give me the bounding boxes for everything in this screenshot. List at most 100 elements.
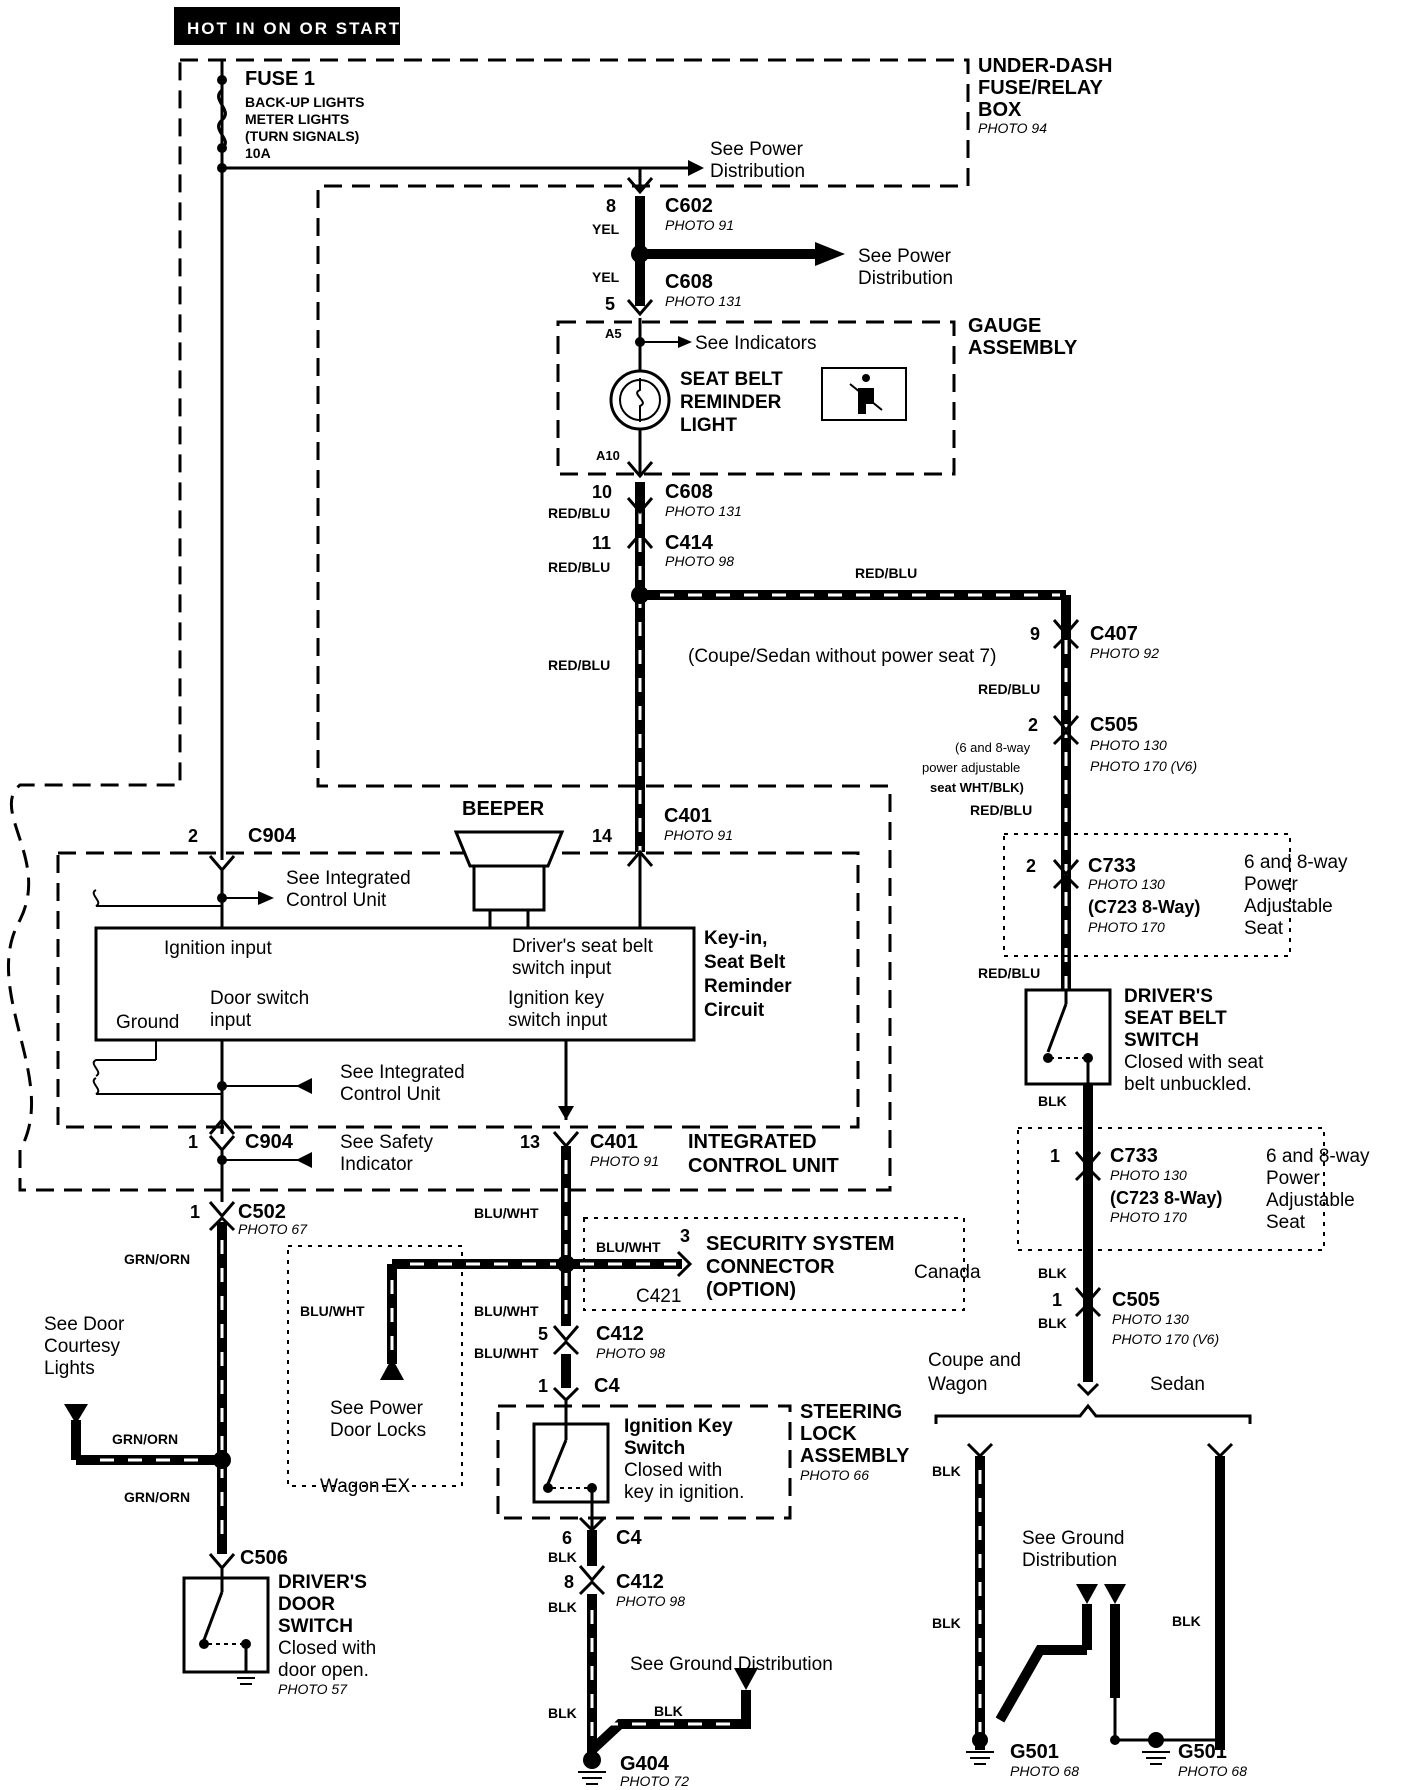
security-pin: 3 <box>680 1226 690 1246</box>
bluwht-label-2: BLU/WHT <box>300 1303 365 1319</box>
bluwht-label-1: BLU/WHT <box>474 1205 539 1221</box>
c4-bot-name: C4 <box>616 1527 642 1549</box>
fuse-line-1: BACK-UP LIGHTS <box>245 94 365 110</box>
ground-split-bracket <box>934 1403 1252 1424</box>
fuse-label: FUSE 1 <box>245 68 315 90</box>
icu-door-input-1: Door switch <box>210 988 309 1009</box>
icu-see2-1: See Integrated <box>340 1062 465 1083</box>
c407-photo: PHOTO 92 <box>1090 645 1159 661</box>
icu-circuit-2: Seat Belt <box>704 952 786 973</box>
gauge-name-2: ASSEMBLY <box>968 337 1078 359</box>
reminder-light-1: SEAT BELT <box>680 369 783 390</box>
c414-color: RED/BLU <box>548 559 610 575</box>
c733-top-alt: (C723 8-Way) <box>1088 897 1200 917</box>
c505-bot-name: C505 <box>1112 1289 1160 1311</box>
security-name-1: SECURITY SYSTEM <box>706 1233 895 1255</box>
g501-right-name: G501 <box>1178 1741 1227 1763</box>
reminder-light-bulb <box>609 369 671 431</box>
beeper-body <box>472 864 546 912</box>
seatbelt-switch-desc-1: Closed with seat <box>1124 1052 1264 1073</box>
fuse-box-name-1: UNDER-DASH <box>978 55 1112 77</box>
seatbelt-switch-name-3: SWITCH <box>1124 1030 1199 1051</box>
ground-blk-2: BLK <box>932 1615 961 1631</box>
c505-bot-blk1: BLK <box>1038 1265 1067 1281</box>
reminder-light-2: REMINDER <box>680 392 782 413</box>
fuse-box-name-3: BOX <box>978 99 1022 121</box>
ign-switch-name-2: Switch <box>624 1438 685 1459</box>
splice-power-2: Distribution <box>858 268 953 289</box>
c401-bot-pin: 13 <box>520 1132 540 1152</box>
c407-pin: 9 <box>1030 624 1040 644</box>
door-switch-photo: PHOTO 57 <box>278 1681 348 1697</box>
icu-name-1: INTEGRATED <box>688 1131 817 1153</box>
c4-top-name: C4 <box>594 1375 620 1397</box>
gauge-a5: A5 <box>605 326 622 341</box>
redblu-label-h: RED/BLU <box>855 565 917 581</box>
ground-see-2: Distribution <box>1022 1550 1117 1571</box>
c733-bot-side-3: Adjustable <box>1266 1190 1355 1211</box>
door-courtesy-1: See Door <box>44 1314 125 1335</box>
header-title: HOT IN ON OR START <box>187 19 401 38</box>
c412-top-pin: 5 <box>538 1324 548 1344</box>
c505-bot-pin: 1 <box>1052 1290 1062 1310</box>
wagon-ex-label: Wagon EX <box>320 1476 410 1497</box>
g501-left-name: G501 <box>1010 1741 1059 1763</box>
icu-circuit-1: Key-in, <box>704 928 767 949</box>
icu-circuit-3: Reminder <box>704 976 792 997</box>
c733-top-side-4: Seat <box>1244 918 1284 939</box>
redblu-label-v: RED/BLU <box>548 657 610 673</box>
icu-name-2: CONTROL UNIT <box>688 1155 839 1177</box>
c733-top-name: C733 <box>1088 855 1136 877</box>
c505-note-1: (6 and 8-way <box>955 740 1031 755</box>
c414-pin: 11 <box>592 533 611 553</box>
steering-lock-outline <box>496 1404 792 1520</box>
door-switch-box <box>182 1576 270 1674</box>
c4-top-pin: 1 <box>538 1376 548 1396</box>
gauge-name-1: GAUGE <box>968 315 1041 337</box>
c505-note-2: power adjustable <box>922 760 1020 775</box>
icu-outline <box>56 851 860 1129</box>
ground-blk-1: BLK <box>932 1463 961 1479</box>
reminder-light-3: LIGHT <box>680 415 737 436</box>
fuse-line-4: 10A <box>245 145 271 161</box>
c401-top-photo: PHOTO 91 <box>664 827 733 843</box>
security-name-2: CONNECTOR <box>706 1256 835 1278</box>
door-switch-name-2: DOOR <box>278 1594 335 1615</box>
c733-bot-side-4: Seat <box>1266 1212 1306 1233</box>
c602-name: C602 <box>665 195 713 217</box>
g501-left-ground-icon <box>966 1751 994 1765</box>
c412-bot-photo: PHOTO 98 <box>616 1593 685 1609</box>
grnorn-label-2: GRN/ORN <box>112 1431 178 1447</box>
g404-blk-2: BLK <box>654 1703 683 1719</box>
c733-bot-name: C733 <box>1110 1145 1158 1167</box>
steering-lock-2: LOCK <box>800 1423 857 1445</box>
c401-bot-photo: PHOTO 91 <box>590 1153 659 1169</box>
c502-pin: 1 <box>190 1202 200 1222</box>
ground-split-left-2: Wagon <box>928 1374 988 1395</box>
c412-top-photo: PHOTO 98 <box>596 1345 665 1361</box>
c904-safety-1: See Safety <box>340 1132 433 1153</box>
ground-split-right: Sedan <box>1150 1374 1205 1395</box>
steering-lock-1: STEERING <box>800 1401 902 1423</box>
c412-bot-pin: 8 <box>564 1572 574 1592</box>
steering-lock-3: ASSEMBLY <box>800 1445 910 1467</box>
g404-photo: PHOTO 72 <box>620 1773 689 1789</box>
c505-top-pin: 2 <box>1028 715 1038 735</box>
c608-top-color: YEL <box>592 269 620 285</box>
seatbelt-switch-wire: BLK <box>1038 1093 1067 1109</box>
c401-top-name: C401 <box>664 805 712 827</box>
beeper-horn <box>453 830 565 868</box>
c733-top-photo2: PHOTO 170 <box>1088 919 1165 935</box>
ign-switch-desc-2: key in ignition. <box>624 1482 744 1503</box>
icu-key-input-1: Ignition key <box>508 988 605 1009</box>
c505-top-photo: PHOTO 130 <box>1090 737 1167 753</box>
c608-top-pin: 5 <box>605 294 615 314</box>
beeper-label: BEEPER <box>462 798 545 820</box>
gauge-outline <box>556 320 956 476</box>
icu-key-input-2: switch input <box>508 1010 608 1031</box>
door-courtesy-2: Courtesy <box>44 1336 121 1357</box>
door-switch-desc-1: Closed with <box>278 1638 376 1659</box>
seatbelt-icon-box <box>821 367 907 421</box>
c505-top-name: C505 <box>1090 714 1138 736</box>
c602-pin: 8 <box>606 196 616 216</box>
